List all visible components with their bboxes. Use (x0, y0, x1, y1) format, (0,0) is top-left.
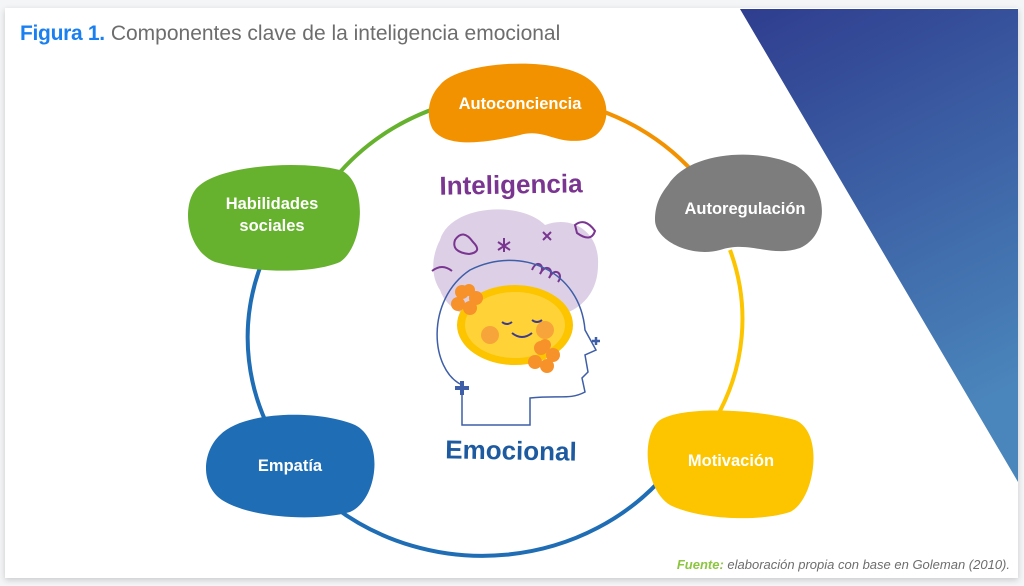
blob-empatia (206, 414, 375, 518)
source-label: Fuente: (676, 557, 724, 572)
figure-title-text: Componentes clave de la inteligencia emo… (110, 22, 561, 45)
component-motivacion: Motivación (687, 452, 775, 470)
component-autoregulacion: Autoregulación (684, 200, 806, 218)
figure-label: Figura 1. (20, 22, 105, 45)
blob-habilidades (188, 165, 360, 271)
figure-title: Figura 1.Componentes clave de la intelig… (20, 22, 560, 46)
source-text: elaboración propia con base en Goleman (… (727, 557, 1010, 572)
component-habilidades-sociales: Habilidades sociales (225, 195, 319, 235)
source-note: Fuente: elaboración propia con base en G… (677, 557, 1010, 572)
blob-autoregulacion (655, 154, 822, 252)
component-autoconciencia: Autoconciencia (458, 95, 582, 113)
center-title-bottom: Emocional (445, 434, 578, 467)
component-empatia: Empatía (257, 457, 323, 475)
center-title-top: Inteligencia (439, 168, 583, 201)
ring-arc-yellow (713, 249, 745, 422)
head-brain-illustration (431, 209, 600, 426)
blob-motivacion (647, 410, 814, 519)
decorative-triangle (740, 9, 1018, 482)
blob-autoconciencia (428, 63, 607, 143)
